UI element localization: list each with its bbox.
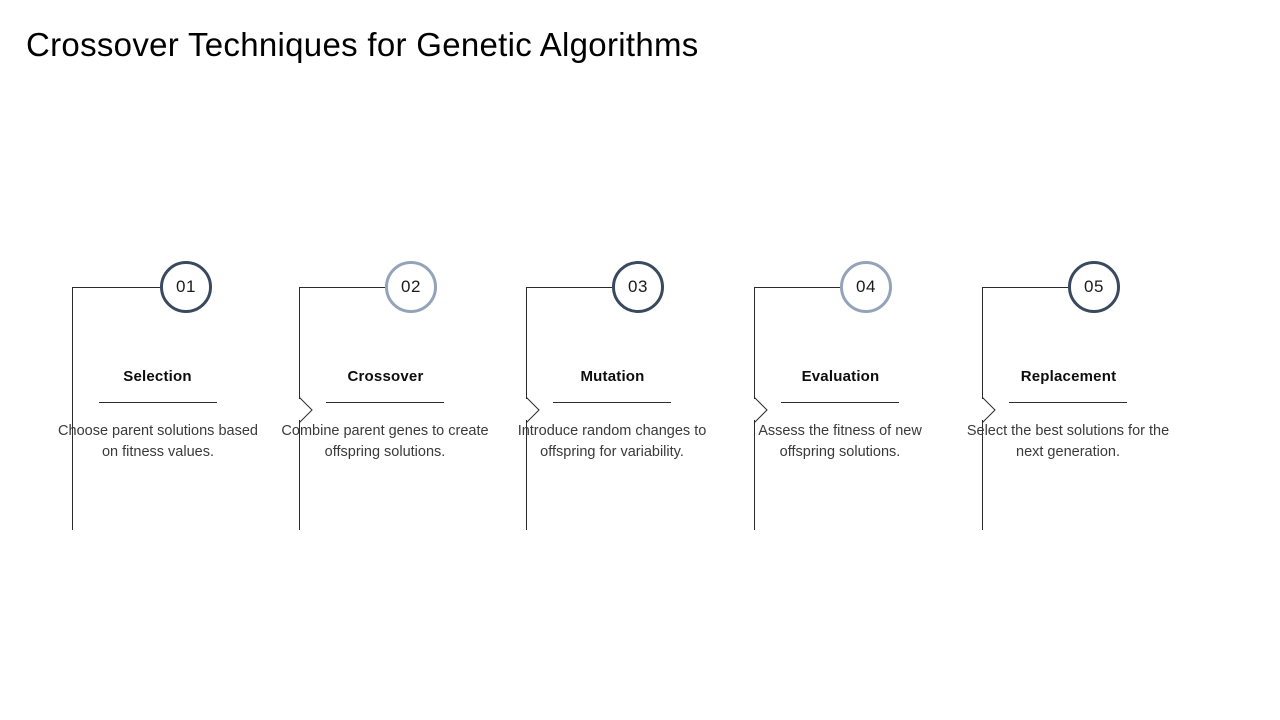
step-divider-04	[781, 402, 899, 403]
step-connector-04	[754, 287, 840, 288]
step-rail-top-05	[982, 287, 983, 399]
step-rail-bottom-05	[982, 420, 983, 530]
step-number-label: 02	[401, 277, 421, 296]
step-chevron-icon-02	[299, 397, 313, 423]
step-divider-01	[99, 402, 217, 403]
step-chevron-icon-05	[982, 397, 996, 423]
step-rail-top-04	[754, 287, 755, 399]
step-rail-bottom-03	[526, 420, 527, 530]
step-heading-02: Crossover	[347, 368, 424, 385]
step-heading-05: Replacement	[1020, 368, 1117, 385]
step-body-05: Select the best solutions for the next g…	[966, 423, 1170, 460]
step-number-circle-04[interactable]: 04	[840, 261, 892, 313]
step-number-circle-05[interactable]: 05	[1068, 261, 1120, 313]
step-divider-05	[1009, 402, 1127, 403]
step-number-label: 05	[1084, 277, 1104, 296]
step-divider-03	[553, 402, 671, 403]
step-body-04: Assess the fitness of new offspring solu…	[758, 423, 922, 460]
process-step-04[interactable]: 04 Evaluation Assess the fitness of new …	[754, 250, 981, 540]
step-rail-top-02	[299, 287, 300, 399]
step-heading-04: Evaluation	[801, 368, 880, 385]
process-step-01[interactable]: 01 Selection Choose parent solutions bas…	[58, 250, 299, 540]
process-step-02[interactable]: 02 Crossover Combine parent genes to cre…	[281, 250, 526, 540]
step-connector-02	[299, 287, 385, 288]
step-number-label: 03	[628, 277, 648, 296]
step-connector-05	[982, 287, 1068, 288]
step-connector-03	[526, 287, 612, 288]
step-body-02: Combine parent genes to create offspring…	[281, 423, 489, 460]
step-heading-03: Mutation	[580, 368, 645, 385]
step-rail-01	[72, 287, 73, 530]
step-connector-01	[72, 287, 160, 288]
step-number-label: 01	[176, 277, 196, 296]
step-chevron-icon-03	[526, 397, 540, 423]
step-body-01: Choose parent solutions based on fitness…	[58, 423, 258, 460]
process-step-05[interactable]: 05 Replacement Select the best solutions…	[967, 250, 1209, 540]
step-rail-bottom-02	[299, 420, 300, 530]
step-divider-02	[326, 402, 444, 403]
step-number-circle-01[interactable]: 01	[160, 261, 212, 313]
step-rail-top-03	[526, 287, 527, 399]
step-number-label: 04	[856, 277, 876, 296]
step-rail-bottom-04	[754, 420, 755, 530]
step-heading-01: Selection	[123, 368, 192, 385]
page-title: Crossover Techniques for Genetic Algorit…	[26, 26, 699, 63]
step-number-circle-03[interactable]: 03	[612, 261, 664, 313]
process-step-03[interactable]: 03 Mutation Introduce random changes to …	[518, 250, 753, 540]
step-number-circle-02[interactable]: 02	[385, 261, 437, 313]
step-body-03: Introduce random changes to offspring fo…	[517, 423, 707, 460]
step-chevron-icon-04	[754, 397, 768, 423]
